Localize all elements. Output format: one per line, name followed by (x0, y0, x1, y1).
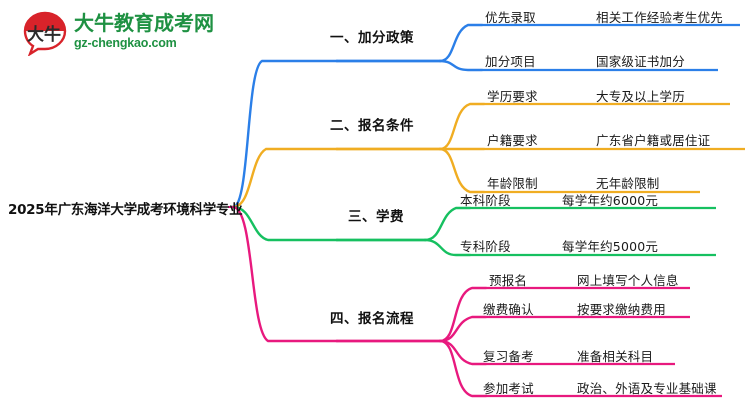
branch-2-child-3-detail[interactable]: 无年龄限制 (596, 176, 660, 191)
logo-brand-cn: 大牛教育成考网 (74, 11, 214, 35)
branch-2-child-2-detail[interactable]: 广东省户籍或居住证 (596, 133, 711, 148)
branch-2-child-1-label[interactable]: 学历要求 (487, 89, 538, 104)
branch-2-child-1-detail[interactable]: 大专及以上学历 (596, 89, 685, 104)
branch-1-child-2-detail[interactable]: 国家级证书加分 (596, 54, 685, 69)
branch-4-child-1-detail[interactable]: 网上填写个人信息 (577, 273, 679, 288)
root-node-label[interactable]: 2025年广东海洋大学成考环境科学专业 (8, 202, 243, 218)
branch-2-child-2-label[interactable]: 户籍要求 (487, 133, 538, 148)
branch-4-child-3-label[interactable]: 复习备考 (483, 349, 534, 364)
branch-1-child-1-label[interactable]: 优先录取 (485, 10, 536, 25)
branch-2-child-3-label[interactable]: 年龄限制 (487, 176, 538, 191)
logo-brand-en: gz-chengkao.com (74, 36, 177, 50)
branch-1-label[interactable]: 一、加分政策 (330, 30, 414, 46)
branch-4-child-2-label[interactable]: 缴费确认 (483, 302, 534, 317)
branch-3-child-1-label[interactable]: 本科阶段 (460, 193, 511, 208)
branch-4-trunk (231, 205, 339, 343)
branch-4-child-4-detail[interactable]: 政治、外语及专业基础课 (577, 381, 717, 396)
svg-text:大牛: 大牛 (27, 24, 61, 45)
branch-4-child-1-label[interactable]: 预报名 (489, 273, 528, 288)
branch-4-child-4-label[interactable]: 参加考试 (483, 381, 534, 396)
branch-3-label[interactable]: 三、学费 (348, 209, 404, 225)
branch-3-child-1-detail[interactable]: 每学年约6000元 (562, 193, 659, 208)
branch-2-trunk (231, 147, 339, 209)
logo-mark-icon: 大牛 (23, 11, 67, 56)
branch-4-child-2-detail[interactable]: 按要求缴纳费用 (577, 302, 666, 317)
branch-4-child-3-detail[interactable]: 准备相关科目 (577, 349, 654, 364)
site-logo: 大牛 大牛教育成考网 gz-chengkao.com (22, 8, 232, 58)
branch-4-label[interactable]: 四、报名流程 (330, 311, 414, 327)
branch-1-trunk (231, 59, 339, 209)
branch-1-child-2-label[interactable]: 加分项目 (485, 54, 536, 69)
branch-1-child-1-detail[interactable]: 相关工作经验考生优先 (596, 10, 724, 25)
branch-3-child-2-detail[interactable]: 每学年约5000元 (562, 239, 659, 254)
branch-3-trunk (231, 205, 339, 242)
branch-3-child-2-label[interactable]: 专科阶段 (460, 239, 511, 254)
branch-2-label[interactable]: 二、报名条件 (330, 118, 414, 134)
